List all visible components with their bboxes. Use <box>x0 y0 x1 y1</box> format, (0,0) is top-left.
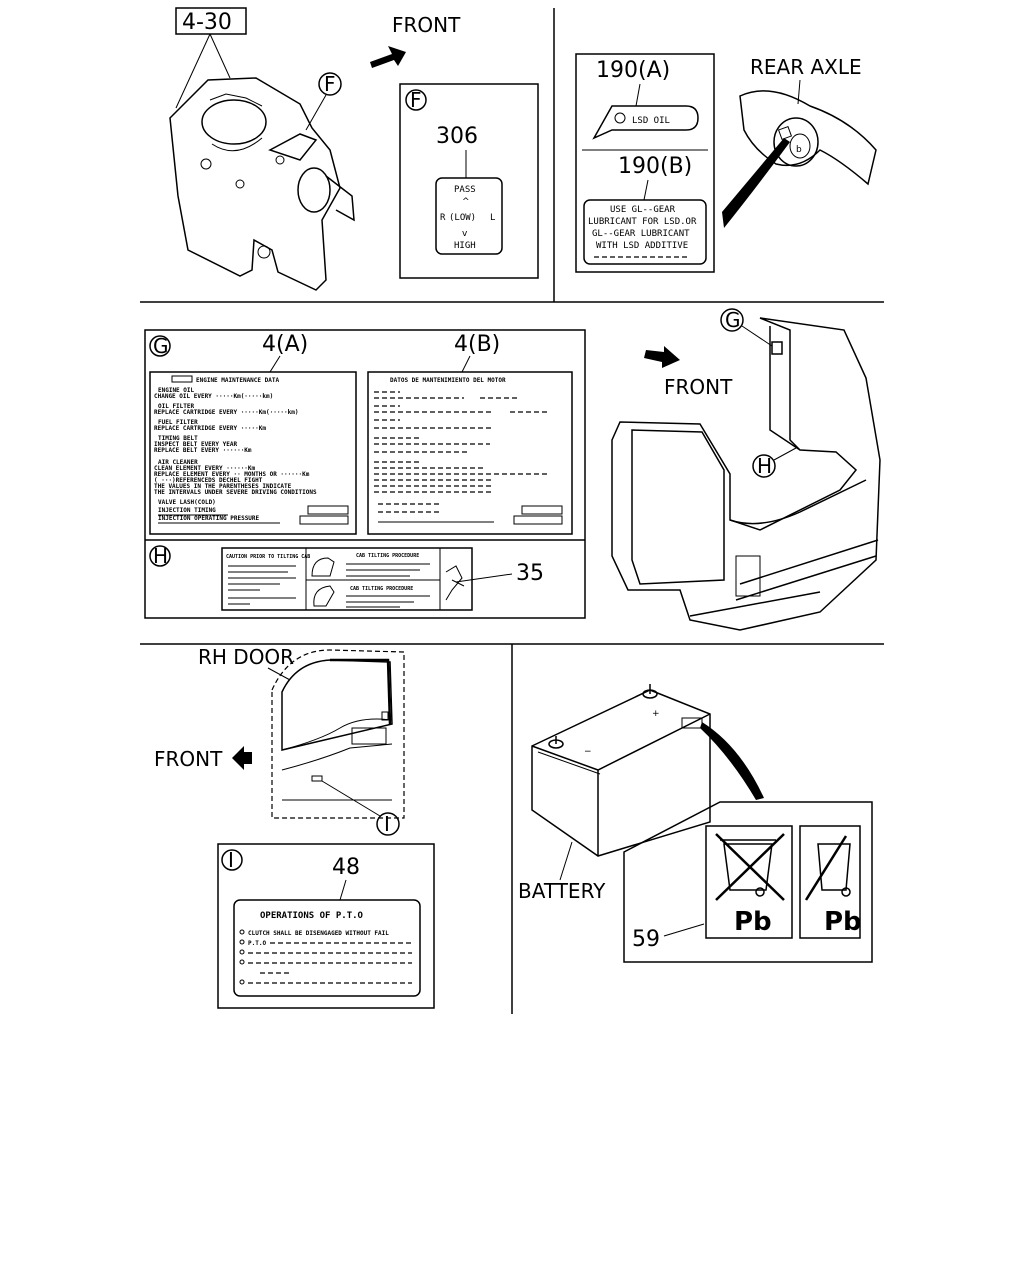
rear-axle-label: REAR AXLE <box>750 55 862 79</box>
callout-g[interactable]: G <box>725 308 741 332</box>
bracket-section: 4-30 F FRONT F 306 PASS ^ R <box>169 7 539 291</box>
rh-door-label: RH DOOR <box>198 645 294 669</box>
front-label-door: FRONT <box>154 747 223 771</box>
part-59[interactable]: 59 <box>632 927 660 952</box>
part-190a[interactable]: 190(A) <box>596 58 670 83</box>
door-section: RH DOOR FRONT I I 48 OPERATIONS OF P.T.O… <box>154 645 435 1009</box>
callout-h[interactable]: H <box>757 454 772 478</box>
warning-figure-icon <box>445 565 465 601</box>
front-label-top: FRONT <box>392 13 461 37</box>
recycle-bin-icon-left <box>715 833 785 901</box>
knob-high: HIGH <box>454 241 476 251</box>
label-4a-line13: ( ···)REFERENCEDS DECHEL FIGHT <box>154 477 263 484</box>
label-4a-line10: AIR CLEANER <box>158 459 198 466</box>
battery-section: − + BATTERY Pb Pb 59 <box>518 684 873 963</box>
label-4a-line9: REPLACE BELT EVERY ······Km <box>154 447 252 454</box>
front-arrow-icon-2 <box>644 346 680 368</box>
battery-label: BATTERY <box>518 879 606 903</box>
battery-drawing <box>531 684 711 857</box>
label-190b-line3: GL--GEAR LUBRICANT <box>592 229 690 239</box>
pb-left: Pb <box>734 907 772 937</box>
box-i-id: I <box>228 848 234 872</box>
label-4a-line2: CHANGE OIL EVERY ·····Km(·····km) <box>154 393 273 400</box>
label-4a-line15: THE INTERVALS UNDER SEVERE DRIVING CONDI… <box>154 489 317 496</box>
part-306[interactable]: 306 <box>436 124 478 149</box>
label-35-top: CAB TILTING PROCEDURE <box>356 553 419 559</box>
label-4a-line5: FUEL FILTER <box>158 419 198 426</box>
label-35-left: CAUTION PRIOR TO TILTING CAB <box>226 554 310 560</box>
label-4a-line8: INSPECT BELT EVERY YEAR <box>154 441 237 448</box>
label-4a-line1: ENGINE OIL <box>158 387 195 394</box>
label-4a-line17: INJECTION TIMING <box>158 507 216 514</box>
bracket-drawing <box>169 77 355 291</box>
label-4a-line12: REPLACE ELEMENT EVERY ·· MONTHS OR ·····… <box>154 471 310 478</box>
label-48-line1: CLUTCH SHALL BE DISENGAGED WITHOUT FAIL <box>248 930 389 937</box>
part-48[interactable]: 48 <box>332 855 360 880</box>
label-4a-line4: REPLACE CARTRIDGE EVERY ·····Km(·····km) <box>154 409 299 416</box>
cab-tilt-icon-2 <box>313 585 335 607</box>
label-4a-line16: VALVE LASH(COLD) <box>158 499 216 506</box>
callout-b: b <box>796 145 802 155</box>
lsd-pointer <box>722 138 790 228</box>
battery-pointer <box>700 722 764 800</box>
label-35-bottom: CAB TILTING PROCEDURE <box>350 586 413 592</box>
label-190b-line1: USE GL--GEAR <box>610 205 676 215</box>
knob-r: R <box>440 213 446 223</box>
front-arrow-icon <box>370 46 406 68</box>
part-4b[interactable]: 4(B) <box>454 332 500 357</box>
label-48-line2: P.T.O <box>248 940 266 947</box>
label-4a-line18: INJECTION OPERATING PRESSURE <box>158 515 260 522</box>
battery-minus: − <box>584 747 592 757</box>
pb-right: Pb <box>824 907 862 937</box>
lsd-section: 190(A) LSD OIL 190(B) USE GL--GEAR LUBRI… <box>575 53 877 273</box>
label-4a-title: ENGINE MAINTENANCE DATA <box>196 377 279 384</box>
label-190b-line2: LUBRICANT FOR LSD.OR <box>588 217 697 227</box>
knob-down-icon: v <box>462 229 468 239</box>
label-48-lines <box>239 942 412 985</box>
label-4a-line6: REPLACE CARTRIDGE EVERY ·····Km <box>154 425 266 432</box>
recycle-bin-icon-right <box>804 835 851 901</box>
label-4b-title: DATOS DE MANTENIMIENTO DEL MOTOR <box>390 377 506 384</box>
box-g-id: G <box>153 334 169 358</box>
cab-labels-section: G 4(A) 4(B) ENGINE MAINTENANCE DATA ENGI… <box>144 308 881 631</box>
label-4a-line7: TIMING BELT <box>158 435 198 442</box>
front-arrow-icon-3 <box>232 746 252 770</box>
label-4b-lines <box>374 391 563 525</box>
label-35-left-lines <box>228 565 296 605</box>
box-h-id: H <box>153 544 168 568</box>
part-190b[interactable]: 190(B) <box>618 154 692 179</box>
ref-4-30[interactable]: 4-30 <box>182 10 232 35</box>
cab-tilt-icon-1 <box>311 557 335 577</box>
knob-pass: PASS <box>454 185 476 195</box>
lsd-oil-text: LSD OIL <box>632 116 670 126</box>
knob-l: L <box>490 213 495 223</box>
door-drawing <box>271 649 405 819</box>
battery-plus: + <box>652 709 660 719</box>
part-35[interactable]: 35 <box>516 561 544 586</box>
box-f-id: F <box>410 88 422 112</box>
front-label-middle: FRONT <box>664 375 733 399</box>
label-48-title: OPERATIONS OF P.T.O <box>260 911 364 921</box>
label-4a-line14: THE VALUES IN THE PARENTHESES INDICATE <box>154 483 292 490</box>
section-dividers <box>140 8 884 1014</box>
knob-low: (LOW) <box>449 213 476 223</box>
label-35-right-lines <box>346 563 430 608</box>
callout-f[interactable]: F <box>324 72 336 96</box>
label-4a-line11: CLEAN ELEMENT EVERY ······Km <box>154 465 256 472</box>
truck-cab-drawing <box>611 317 881 631</box>
part-4a[interactable]: 4(A) <box>262 332 308 357</box>
label-4a-line3: OIL FILTER <box>158 403 195 410</box>
lsd-oil-tag <box>592 105 699 140</box>
label-190b-line4: WITH LSD ADDITIVE <box>596 241 688 251</box>
callout-i[interactable]: I <box>384 812 390 836</box>
knob-up-icon: ^ <box>462 197 470 207</box>
